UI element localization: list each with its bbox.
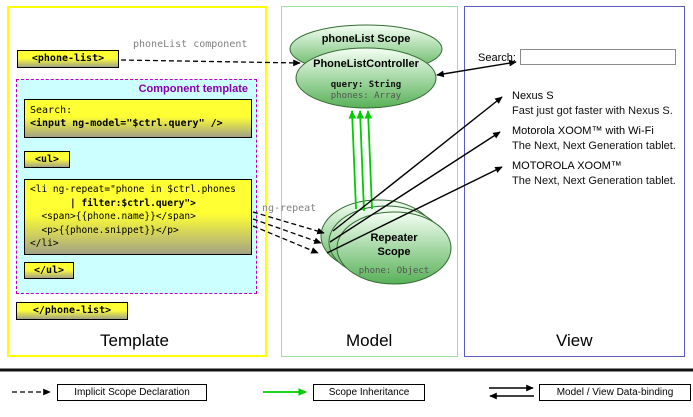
component-template-label: Component template <box>138 83 248 95</box>
search-code-box: Search: <input ng-model="$ctrl.query" /> <box>24 99 252 138</box>
view-search-input[interactable] <box>520 49 676 65</box>
legend-data-binding-label: Model / View Data-binding <box>539 384 691 401</box>
li-code-line2: | filter:$ctrl.query"> <box>30 197 196 209</box>
phone-list-open-tag: <phone-list> <box>17 50 119 68</box>
phone-snippet: The Next, Next Generation tablet. <box>512 175 676 187</box>
view-list-item: Nexus S Fast just got faster with Nexus … <box>512 90 682 118</box>
legend-implicit-scope-label: Implicit Scope Declaration <box>57 384 207 401</box>
phone-name: MOTOROLA XOOM™ <box>512 160 622 172</box>
phone-snippet: The Next, Next Generation tablet. <box>512 140 676 152</box>
model-section-label: Model <box>346 331 393 350</box>
ul-close-tag: </ul> <box>24 262 74 279</box>
li-repeat-code-box: <li ng-repeat="phone in $ctrl.phones | f… <box>24 179 252 255</box>
view-section-label: View <box>556 331 593 350</box>
view-list-item: Motorola XOOM™ with Wi-Fi The Next, Next… <box>512 125 682 153</box>
search-label-code: Search: <box>30 105 73 116</box>
view-list-item: MOTOROLA XOOM™ The Next, Next Generation… <box>512 160 682 188</box>
phone-snippet: Fast just got faster with Nexus S. <box>512 105 673 117</box>
view-search-label: Search: <box>478 52 516 64</box>
legend-scope-inheritance-label: Scope Inheritance <box>313 384 425 401</box>
li-code-line1: <li ng-repeat="phone in $ctrl.phones <box>30 184 236 195</box>
ul-open-tag: <ul> <box>24 151 70 168</box>
model-panel <box>281 6 458 357</box>
phone-name: Nexus S <box>512 90 554 102</box>
input-ng-model-code: <input ng-model="$ctrl.query" /> <box>30 118 223 129</box>
li-code-line3: <span>{{phone.name}}</span> <box>30 211 196 222</box>
phone-list-close-tag: </phone-list> <box>16 302 128 320</box>
template-section-label: Template <box>100 331 169 350</box>
phone-name: Motorola XOOM™ with Wi-Fi <box>512 125 654 137</box>
li-code-line4: <p>{{phone.snippet}}</p> <box>30 224 179 236</box>
li-code-line5: </li> <box>30 238 59 249</box>
